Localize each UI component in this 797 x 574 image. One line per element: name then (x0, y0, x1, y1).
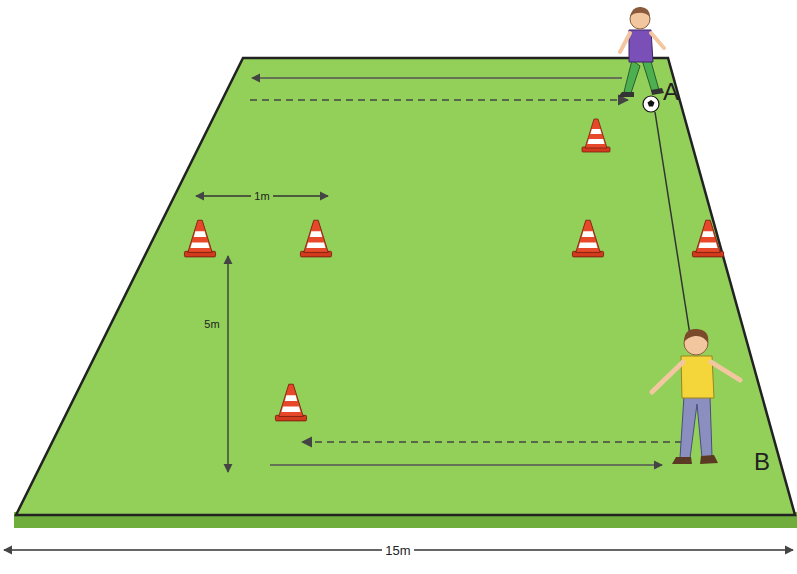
cone (692, 220, 723, 257)
dribble-arrow (302, 441, 682, 443)
cone (275, 384, 306, 421)
ball (643, 96, 659, 112)
run-arrow (270, 464, 662, 465)
run-arrow (252, 77, 622, 78)
pass-line (655, 112, 690, 335)
cone (582, 119, 610, 152)
dimension-label: 1m (251, 190, 272, 203)
cone (184, 220, 215, 257)
player-b (652, 329, 740, 464)
point-label: B (751, 449, 773, 475)
cone (572, 220, 603, 257)
dimension-line (227, 256, 228, 472)
football-field (16, 58, 795, 515)
cone (300, 220, 331, 257)
player-a (618, 7, 664, 97)
dimension-label: 5m (201, 318, 222, 331)
dimension-label: 15m (382, 543, 413, 558)
point-label: A (660, 79, 682, 105)
dribble-arrow (250, 99, 628, 101)
